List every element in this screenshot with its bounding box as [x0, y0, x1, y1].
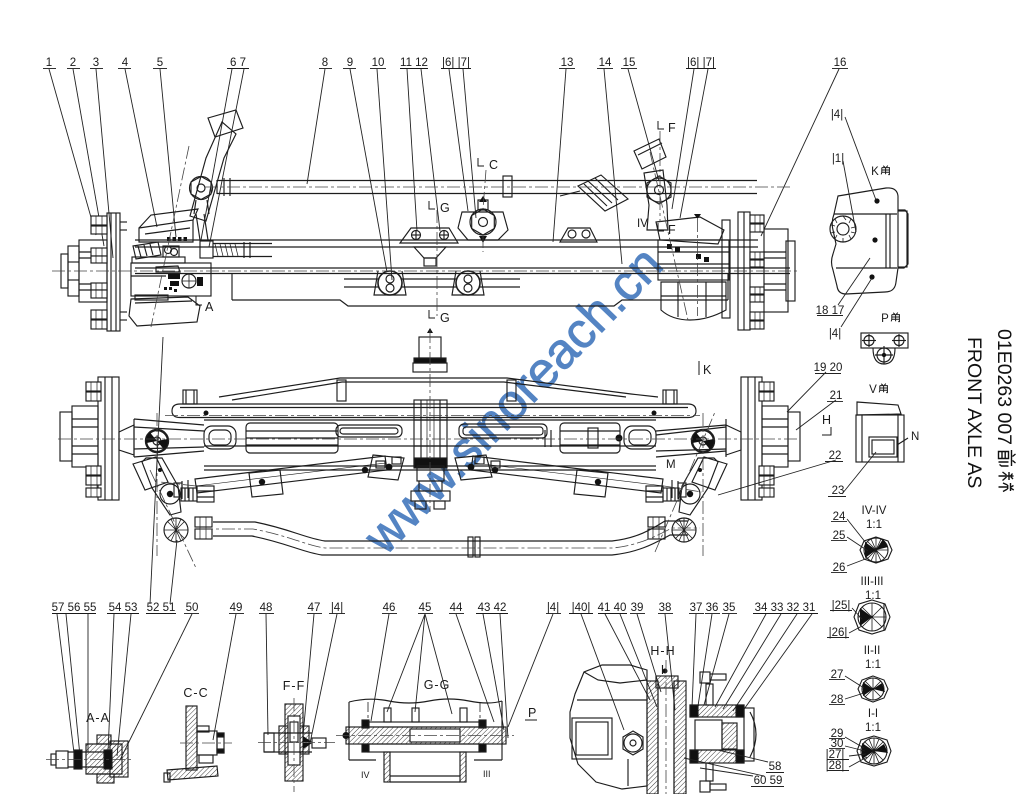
svg-text:I: I	[661, 663, 665, 677]
svg-text:13: 13	[561, 57, 574, 69]
svg-text:K: K	[703, 363, 712, 377]
svg-text:24: 24	[833, 511, 846, 523]
svg-text:11 12: 11 12	[400, 57, 428, 69]
svg-text:29: 29	[831, 728, 844, 740]
svg-text:38: 38	[659, 602, 672, 614]
svg-text:F-F: F-F	[283, 679, 305, 693]
svg-text:52 51: 52 51	[147, 602, 176, 614]
svg-text:I-I: I-I	[868, 708, 878, 720]
svg-text:F: F	[668, 223, 677, 237]
svg-text:P: P	[528, 706, 537, 720]
svg-text:6 7: 6 7	[230, 57, 246, 69]
svg-text:41 40: 41 40	[598, 602, 627, 614]
svg-text:10: 10	[372, 57, 385, 69]
svg-text:8: 8	[322, 57, 328, 69]
svg-text:IV-IV: IV-IV	[862, 505, 887, 517]
svg-text:G: G	[440, 311, 451, 325]
svg-text:|1|: |1|	[832, 153, 844, 165]
svg-text:|6| |7|: |6| |7|	[442, 57, 470, 69]
svg-text:44: 44	[450, 602, 463, 614]
svg-text:54 53: 54 53	[109, 602, 138, 614]
svg-text:46: 46	[383, 602, 396, 614]
svg-text:G-G: G-G	[424, 678, 451, 692]
svg-text:III: III	[483, 769, 491, 779]
svg-text:58: 58	[769, 761, 782, 773]
svg-text:16: 16	[834, 57, 847, 69]
svg-text:A-A: A-A	[86, 711, 110, 725]
svg-text:H: H	[822, 413, 832, 427]
svg-text:|27|: |27|	[826, 749, 845, 761]
svg-text:28: 28	[831, 694, 844, 706]
svg-text:5: 5	[157, 57, 163, 69]
svg-text:P: P	[881, 313, 889, 325]
svg-text:01E0263 007: 01E0263 007	[993, 329, 1015, 445]
svg-text:21: 21	[830, 390, 843, 402]
svg-text:|6| |7|: |6| |7|	[687, 57, 715, 69]
svg-text:27: 27	[831, 669, 844, 681]
svg-text:49: 49	[230, 602, 243, 614]
svg-text:9: 9	[347, 57, 353, 69]
svg-text:35: 35	[723, 602, 736, 614]
svg-text:M: M	[666, 459, 676, 471]
svg-text:22: 22	[829, 450, 842, 462]
svg-text:H-H: H-H	[650, 644, 675, 658]
svg-text:23: 23	[832, 485, 845, 497]
svg-text:60 59: 60 59	[754, 775, 783, 787]
svg-text:V: V	[869, 384, 877, 396]
svg-text:1:1: 1:1	[865, 659, 881, 671]
svg-text:|28|: |28|	[826, 760, 845, 772]
svg-text:A: A	[205, 300, 214, 314]
svg-text:1:1: 1:1	[866, 519, 882, 531]
svg-text:|25|: |25|	[832, 600, 851, 612]
svg-text:|26|: |26|	[829, 627, 848, 639]
svg-text:|4|: |4|	[331, 602, 343, 614]
svg-text:III-III: III-III	[861, 576, 884, 588]
svg-text:26: 26	[833, 562, 846, 574]
svg-text:1: 1	[46, 57, 52, 69]
svg-text:|4|: |4|	[829, 328, 841, 340]
svg-text:57 56 55: 57 56 55	[52, 602, 97, 614]
svg-text:34 33 32 31: 34 33 32 31	[755, 602, 816, 614]
svg-text:F: F	[668, 121, 677, 135]
svg-text:FRONT AXLE AS: FRONT AXLE AS	[963, 337, 985, 488]
svg-text:N: N	[911, 431, 919, 443]
svg-text:50: 50	[186, 602, 199, 614]
svg-text:18 17: 18 17	[816, 305, 845, 317]
svg-text:47: 47	[308, 602, 321, 614]
svg-text:2: 2	[70, 57, 76, 69]
svg-text:37: 37	[690, 602, 703, 614]
svg-text:II-II: II-II	[864, 645, 881, 657]
svg-text:4: 4	[122, 57, 129, 69]
svg-text:|40|: |40|	[572, 602, 591, 614]
svg-text:IV: IV	[361, 770, 370, 780]
svg-text:G: G	[440, 201, 451, 215]
svg-text:36: 36	[706, 602, 719, 614]
svg-text:15: 15	[623, 57, 636, 69]
svg-text:IV: IV	[637, 218, 648, 230]
svg-text:43 42: 43 42	[478, 602, 507, 614]
svg-text:3: 3	[93, 57, 99, 69]
svg-text:www.sinoreach.cn: www.sinoreach.cn	[352, 236, 673, 565]
svg-text:1:1: 1:1	[865, 590, 881, 602]
svg-text:30: 30	[831, 738, 844, 750]
svg-text:48: 48	[260, 602, 273, 614]
svg-text:39: 39	[631, 602, 644, 614]
svg-text:|4|: |4|	[831, 109, 843, 121]
svg-text:19 20: 19 20	[814, 362, 843, 374]
svg-text:25: 25	[833, 530, 846, 542]
svg-text:1:1: 1:1	[865, 722, 881, 734]
svg-text:|4|: |4|	[547, 602, 559, 614]
svg-text:45: 45	[419, 602, 432, 614]
svg-text:14: 14	[599, 57, 612, 69]
svg-text:C-C: C-C	[183, 686, 208, 700]
svg-text:C: C	[489, 158, 499, 172]
svg-text:K: K	[871, 166, 879, 178]
